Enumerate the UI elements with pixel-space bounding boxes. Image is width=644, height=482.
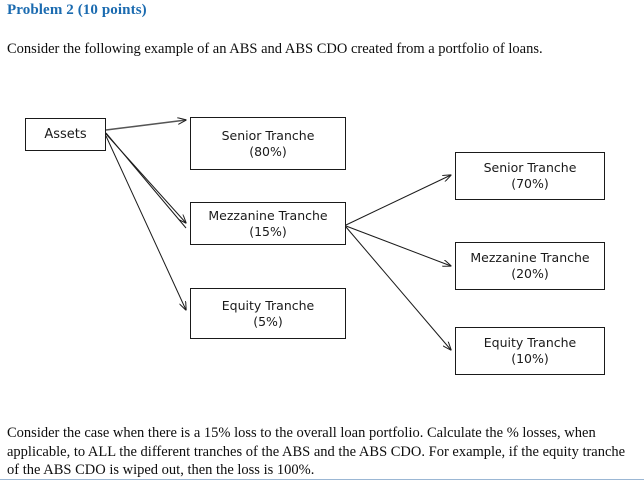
arrow-assets-fan-extra — [105, 132, 187, 229]
node-abs-senior-pct: (80%) — [249, 143, 287, 159]
bottom-divider — [0, 479, 644, 480]
node-abs-equity-pct: (5%) — [253, 313, 283, 329]
arrow-assets-to-abs-equity — [105, 135, 186, 310]
intro-paragraph: Consider the following example of an ABS… — [7, 41, 543, 57]
node-abs-mezzanine-tranche: Mezzanine Tranche (15%) — [190, 202, 346, 245]
arrow-mezzanine-to-cdo-equity — [345, 226, 451, 350]
node-abs-senior-tranche: Senior Tranche (80%) — [190, 117, 346, 170]
node-cdo-senior-pct: (70%) — [511, 176, 549, 191]
node-cdo-equity-pct: (10%) — [511, 351, 549, 366]
node-cdo-mezzanine-label: Mezzanine Tranche — [470, 250, 590, 265]
node-cdo-mezzanine-pct: (20%) — [511, 266, 549, 281]
node-assets: Assets — [25, 118, 106, 151]
node-abs-mezzanine-pct: (15%) — [249, 223, 287, 239]
arrow-assets-to-abs-senior — [105, 120, 186, 131]
arrow-mezzanine-to-cdo-mezzanine — [345, 225, 451, 266]
node-cdo-equity-tranche: Equity Tranche (10%) — [455, 327, 605, 375]
node-abs-senior-label: Senior Tranche — [221, 127, 315, 143]
node-assets-label: Assets — [44, 126, 87, 142]
arrow-assets-to-abs-mezzanine — [105, 133, 186, 223]
node-abs-equity-tranche: Equity Tranche (5%) — [190, 288, 346, 339]
page-title: Problem 2 (10 points) — [7, 2, 147, 18]
node-cdo-equity-label: Equity Tranche — [483, 335, 577, 350]
node-abs-mezzanine-label: Mezzanine Tranche — [208, 207, 328, 223]
closing-paragraph: Consider the case when there is a 15% lo… — [7, 425, 626, 478]
node-cdo-mezzanine-tranche: Mezzanine Tranche (20%) — [455, 242, 605, 290]
arrow-mezzanine-to-cdo-senior — [345, 175, 451, 226]
node-cdo-senior-tranche: Senior Tranche (70%) — [455, 152, 605, 200]
node-abs-equity-label: Equity Tranche — [221, 297, 315, 313]
node-cdo-senior-label: Senior Tranche — [483, 160, 577, 175]
